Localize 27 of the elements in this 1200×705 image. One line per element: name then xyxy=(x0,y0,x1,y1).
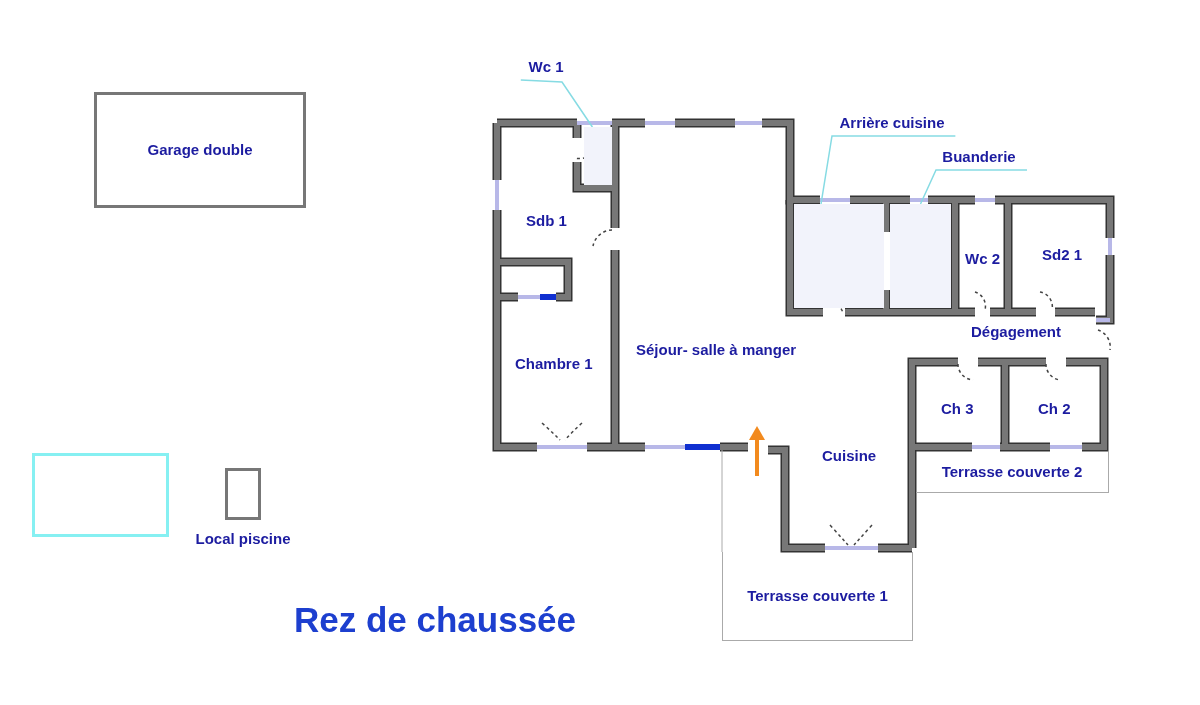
room-label: Terrasse couverte 2 xyxy=(941,462,1083,481)
room-label: Local piscine xyxy=(195,530,291,548)
room-label: Terrasse couverte 1 xyxy=(747,587,888,605)
room-label: Garage double xyxy=(147,141,253,159)
room-label: Ch 2 xyxy=(1038,400,1071,418)
garage-outline xyxy=(94,92,306,208)
room-area xyxy=(794,204,884,308)
leader-line xyxy=(820,135,957,205)
room-label: Dégagement xyxy=(971,323,1062,341)
room-label: Wc 2 xyxy=(965,250,1000,268)
terrace-outline xyxy=(722,552,913,641)
leader-line xyxy=(919,169,1028,205)
room-label: Arrière cuisine xyxy=(839,114,945,132)
plan-title: Rez de chaussée xyxy=(292,600,578,640)
room-label: Sdb 1 xyxy=(526,212,567,230)
leader-line xyxy=(520,79,594,128)
room-label: Buanderie xyxy=(942,148,1016,166)
room-label: Wc 1 xyxy=(528,58,564,76)
room-area xyxy=(890,204,951,308)
pool-outline xyxy=(32,453,169,537)
terrace-outline xyxy=(916,451,1109,493)
room-area xyxy=(584,127,612,185)
room-label: Séjour- salle à manger xyxy=(636,341,797,359)
room-label: Chambre 1 xyxy=(515,355,593,373)
room-label: Ch 3 xyxy=(941,400,974,418)
room-label: Sd2 1 xyxy=(1042,246,1083,264)
room-label: Cuisine xyxy=(822,447,877,465)
